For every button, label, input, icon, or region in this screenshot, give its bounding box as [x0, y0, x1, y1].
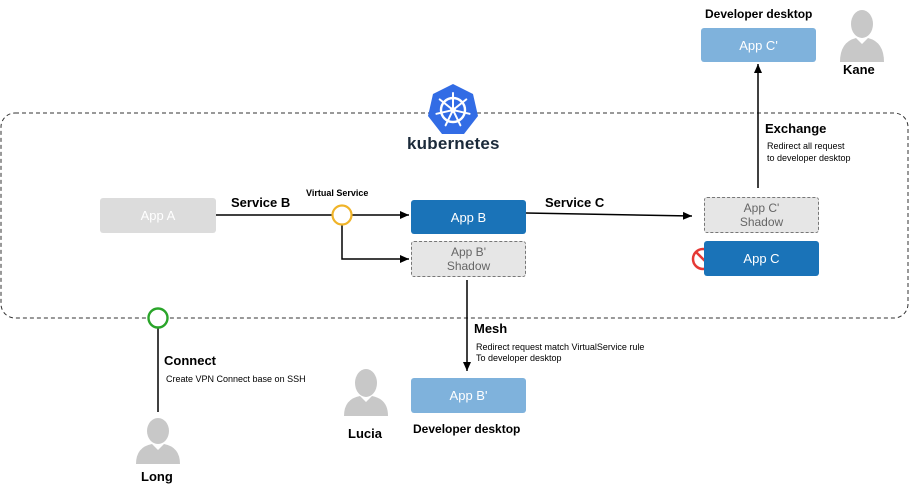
app-b-shadow-box: App B' Shadow — [411, 241, 526, 277]
virtual-service-node — [331, 204, 353, 226]
app-b-box: App B — [411, 200, 526, 234]
app-b-dev-label: App B' — [449, 388, 488, 403]
exchange-title: Exchange — [765, 121, 827, 136]
edge-branch-to-app-b-shadow — [341, 224, 409, 263]
app-c-dev-box: App C' — [701, 28, 816, 62]
exchange-desc-1: Redirect all request — [767, 141, 845, 151]
connect-desc: Create VPN Connect base on SSH — [166, 374, 306, 384]
virtual-service-label: Virtual Service — [306, 188, 369, 198]
connect-node — [147, 307, 169, 329]
developer-desktop-bottom-label: Developer desktop — [413, 422, 521, 436]
connect-title: Connect — [164, 353, 216, 368]
kubernetes-cluster-boundary — [0, 112, 909, 319]
cluster-name: kubernetes — [407, 134, 500, 153]
kubernetes-logo-icon — [428, 84, 478, 134]
app-c-shadow-label-1: App C' — [743, 201, 780, 215]
mesh-desc-2: To developer desktop — [476, 353, 562, 363]
mesh-desc-1: Redirect request match VirtualService ru… — [476, 342, 645, 352]
app-c-label: App C — [743, 251, 780, 266]
mesh-title: Mesh — [474, 321, 508, 336]
app-b-shadow-label-2: Shadow — [446, 259, 491, 273]
developer-desktop-top-label: Developer desktop — [705, 7, 813, 21]
edge-app-b-to-app-c-shadow — [525, 211, 693, 220]
app-c-shadow-label-2: Shadow — [739, 215, 784, 229]
person-long-label: Long — [141, 469, 173, 484]
person-lucia-label: Lucia — [348, 426, 382, 441]
service-b-label: Service B — [231, 195, 291, 210]
service-c-label: Service C — [545, 195, 605, 210]
exchange-desc-2: to developer desktop — [767, 153, 851, 163]
app-a-box: App A — [100, 198, 216, 233]
person-silhouette-icon — [136, 10, 884, 464]
app-c-dev-label: App C' — [739, 37, 778, 53]
app-a-label: App A — [140, 208, 176, 223]
app-b-dev-box: App B' — [411, 378, 526, 413]
app-c-box: App C — [704, 241, 819, 276]
app-c-shadow-box: App C' Shadow — [704, 197, 819, 233]
app-b-shadow-label-1: App B' — [451, 245, 486, 259]
person-kane-label: Kane — [843, 62, 875, 77]
app-b-label: App B — [450, 209, 487, 225]
